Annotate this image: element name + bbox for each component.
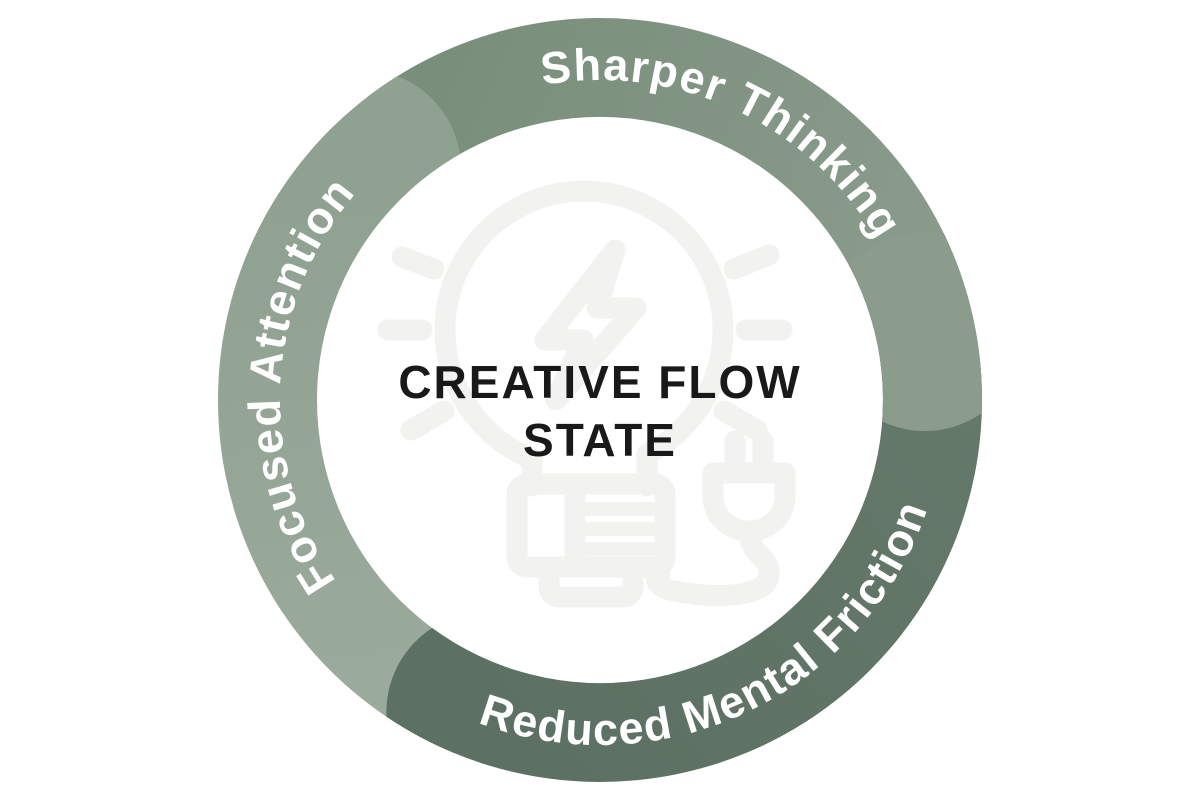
segment-arc-focused-attention — [218, 69, 545, 782]
bulb-tip — [538, 556, 644, 608]
segment-arc-reduced-mental-friction — [386, 231, 982, 782]
bulb-rays-icon — [377, 244, 793, 441]
segment-cap-overlap — [824, 231, 982, 431]
benefits-ring — [218, 18, 982, 782]
bulb-glass-icon — [434, 180, 734, 470]
center-title-line1: CREATIVE FLOW — [398, 356, 801, 408]
lightning-bolt-icon — [534, 239, 647, 411]
bulb-base-threads — [568, 502, 658, 556]
center-title-line2: STATE — [523, 414, 677, 466]
plug-cord-icon — [646, 520, 780, 606]
lightbulb-idea-watermark-icon — [377, 180, 796, 608]
